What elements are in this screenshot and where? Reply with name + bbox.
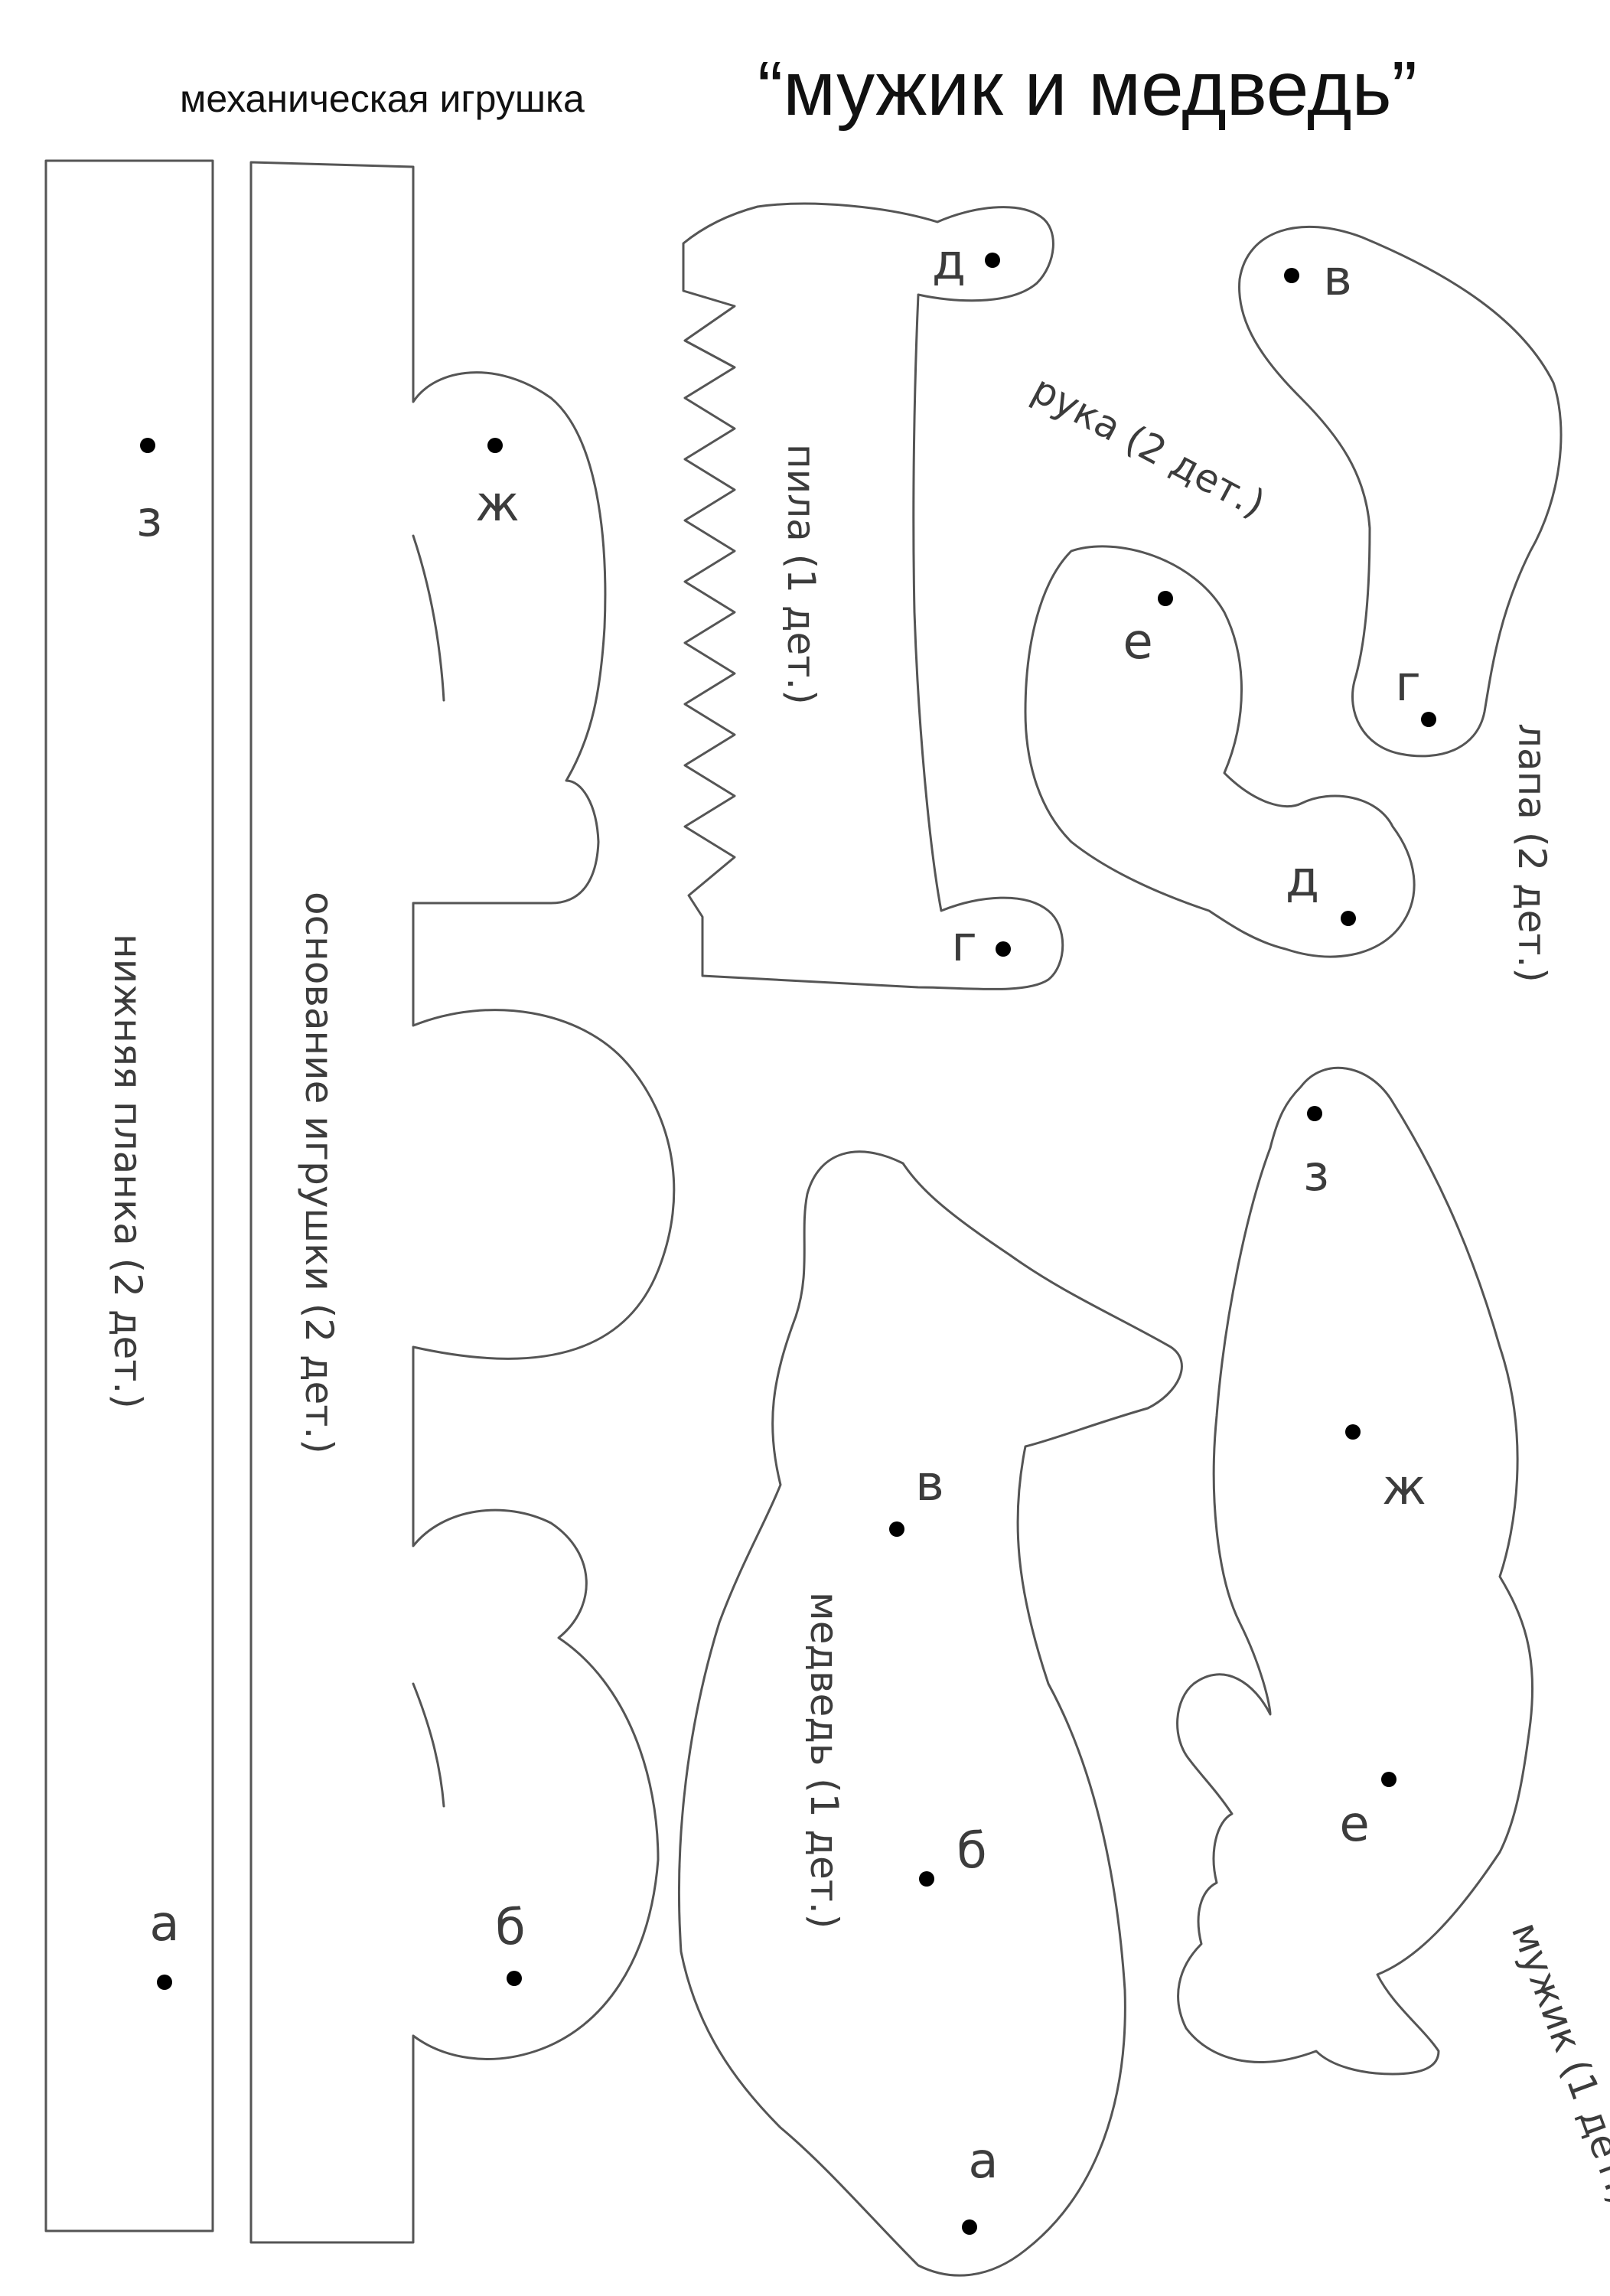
main-title: “мужик и медведь” (758, 46, 1417, 132)
hole-label-e: е (1123, 614, 1152, 670)
caption-toy-base: основание игрушки (2 дет.) (297, 892, 341, 1454)
hole-label-a: а (149, 1896, 179, 1952)
piece-saw: д г пила (1 дет.) (682, 202, 1064, 990)
hole-bear-a (962, 2219, 977, 2235)
hole-a (157, 1975, 172, 1990)
hole-bear-b (919, 1871, 934, 1887)
hole-man-e (1381, 1772, 1397, 1787)
hole-bear-v (889, 1521, 904, 1537)
hole-label-z: з (136, 491, 162, 548)
piece-bottom-plank: з а нижняя планка (2 дет.) (44, 159, 214, 2232)
hole-label-v: в (1323, 250, 1352, 307)
hole-label-zh: ж (475, 476, 520, 533)
hole-label-b: б (495, 1900, 525, 1956)
hole-arm-d (1341, 911, 1356, 926)
piece-toy-base: ж б основание игрушки (2 дет.) (249, 161, 676, 2244)
hole-v (1284, 268, 1299, 283)
hole-label-bear-b: б (957, 1823, 986, 1880)
hole-label-bear-a: а (968, 2133, 998, 2190)
caption-paw: лапа (2 дет.) (1510, 723, 1554, 983)
hole-label-paw-g: г (1395, 656, 1421, 713)
hole-paw-g (1421, 712, 1436, 727)
hole-d (985, 253, 1000, 268)
hole-e (1158, 591, 1173, 606)
caption-bear: медведь (1 дет.) (802, 1592, 846, 1929)
hole-g (996, 941, 1011, 957)
hole-label-man-e: е (1339, 1796, 1369, 1853)
hole-label-man-z: з (1303, 1146, 1329, 1202)
hole-z (140, 438, 155, 453)
hole-man-z (1307, 1106, 1322, 1121)
hole-label-d: д (932, 234, 966, 291)
hole-label-bear-v: в (915, 1456, 944, 1512)
hole-man-zh (1345, 1424, 1361, 1440)
hole-label-arm-d: д (1286, 851, 1319, 908)
hole-label-g: г (951, 916, 977, 973)
piece-bear: в б а медведь (1 дет.) (677, 1150, 1183, 2277)
caption-arm: рука (2 дет.) (1025, 367, 1272, 527)
subtitle: механическая игрушка (180, 77, 585, 120)
piece-man: з ж е мужик (1 дет.) (1176, 1066, 1610, 2211)
piece-arm: е д рука (2 дет.) (1024, 367, 1416, 958)
caption-man: мужик (1 дет.) (1503, 1916, 1610, 2210)
hole-zh (487, 438, 503, 453)
caption-saw: пила (1 дет.) (779, 444, 823, 705)
hole-label-man-zh: ж (1382, 1459, 1426, 1516)
caption-bottom-plank: нижняя планка (2 дет.) (106, 934, 150, 1409)
hole-b (507, 1971, 522, 1986)
piece-paw: в г лапа (2 дет.) (1238, 225, 1563, 983)
